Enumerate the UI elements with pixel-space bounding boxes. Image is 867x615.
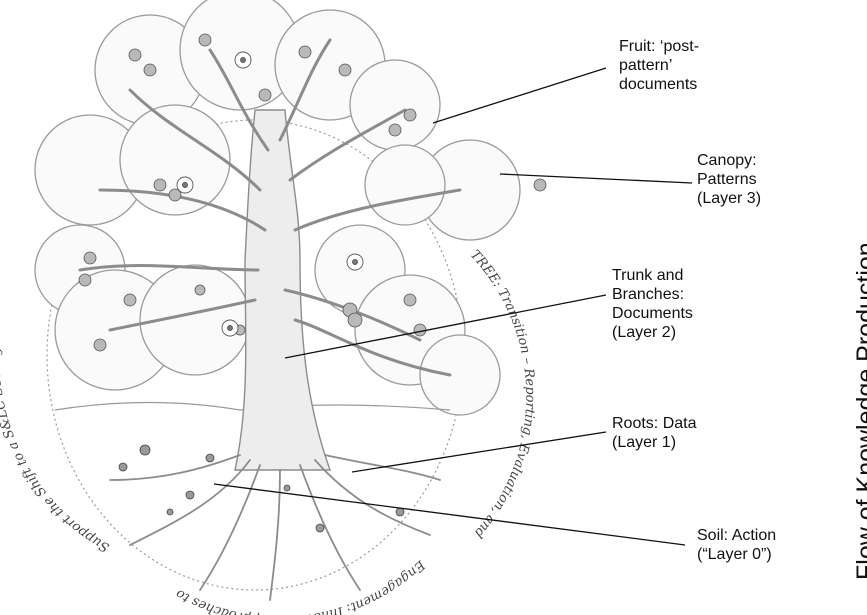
flow-axis-label: Flow of Knowledge Production: [852, 242, 867, 580]
ring-text-bottom: Engagement: Innovative Approaches to: [173, 556, 428, 615]
label-canopy: Canopy: Patterns (Layer 3): [697, 151, 761, 208]
label-fruit: Fruit: ‘post- pattern’ documents: [619, 37, 699, 94]
leader-line-canopy: [500, 174, 692, 183]
tree-roots: [110, 455, 440, 600]
label-trunk: Trunk and Branches: Documents (Layer 2): [612, 266, 693, 342]
leader-line-fruit: [433, 68, 606, 123]
tree-trunk: [235, 110, 330, 470]
label-soil: Soil: Action (“Layer 0”): [697, 526, 776, 564]
label-roots: Roots: Data (Layer 1): [612, 414, 696, 452]
leader-line-roots: [352, 432, 606, 472]
leader-line-soil: [214, 484, 685, 545]
